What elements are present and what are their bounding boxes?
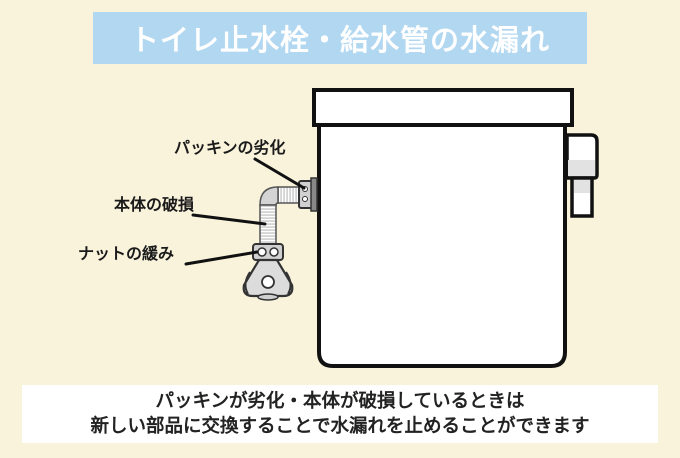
shutoff-valve [242,258,294,301]
nut [252,243,284,261]
side-fitting [565,133,599,218]
leader-packing [253,157,306,190]
label-packing-deterioration: パッキンの劣化 [174,138,286,157]
caption-line-1: パッキンが劣化・本体が破損しているときは [155,391,525,412]
caption-box: パッキンが劣化・本体が破損しているときは 新しい部品に交換することで水漏れを止め… [22,385,658,443]
caption-line-2: 新しい部品に交換することで水漏れを止めることができます [90,416,590,437]
label-nut-loosening: ナットの緩み [78,244,175,263]
packing-connector [298,177,318,212]
supply-pipe [259,186,301,246]
leader-body [191,213,267,226]
title-banner: トイレ止水栓・給水管の水漏れ [93,12,587,64]
leader-lines [184,157,306,266]
tank-lid [312,88,574,127]
label-body-damage: 本体の破損 [114,195,195,214]
leader-nut [184,250,259,266]
toilet-tank [312,88,574,368]
title-text: トイレ止水栓・給水管の水漏れ [129,23,550,57]
